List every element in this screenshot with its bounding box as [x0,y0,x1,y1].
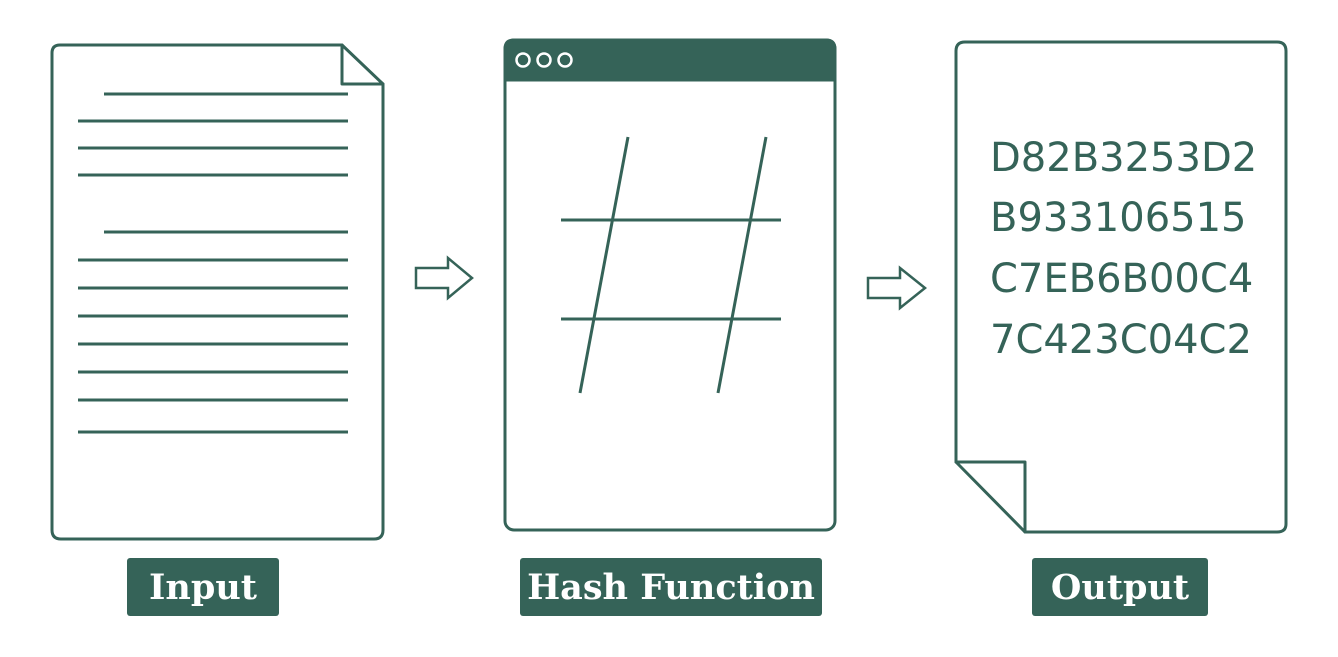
input-document-icon [50,43,385,541]
hash-icon [561,136,781,394]
arrow-right-icon [866,265,928,311]
hash-line: 7C423C04C2 [990,317,1252,363]
input-label: Input [127,558,279,616]
hash-line: D82B3253D2 [990,135,1257,181]
window-control-dots [515,52,573,68]
hash-window-icon [503,38,837,532]
hash-line: C7EB6B00C4 [990,256,1253,302]
arrow-right-icon [414,255,474,301]
hash-line: B933106515 [990,195,1246,241]
output-document-icon [954,40,1288,534]
output-hash-text: D82B3253D2 B933106515 C7EB6B00C4 7C423C0… [990,135,1257,363]
input-text-lines [78,92,348,434]
output-label: Output [1032,558,1208,616]
hash-function-label: Hash Function [520,558,822,616]
